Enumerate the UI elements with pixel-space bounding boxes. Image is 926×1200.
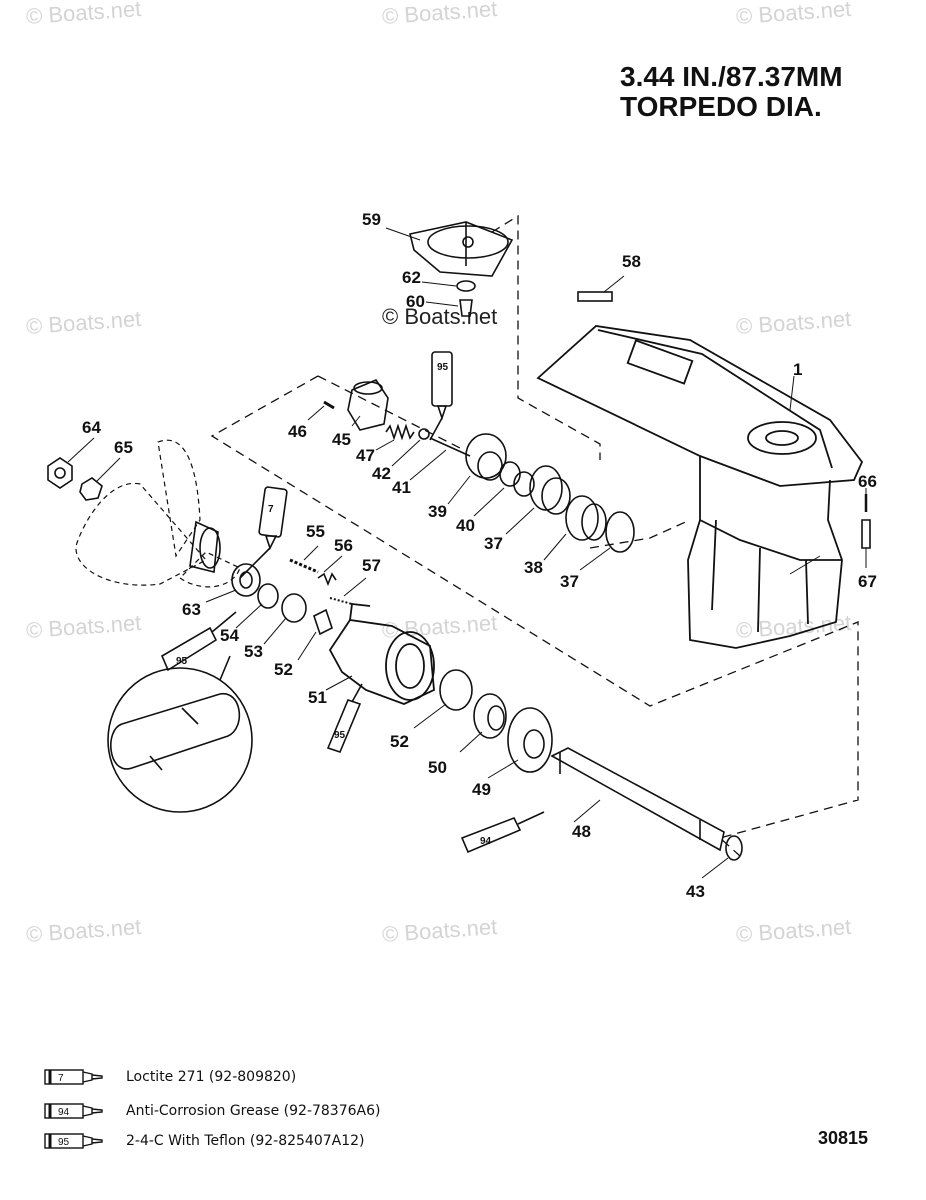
callout-61: 60 (406, 292, 425, 311)
callout-42: 41 (392, 478, 411, 497)
part-45-shift-cam (347, 379, 389, 431)
callout-64: 64 (82, 418, 101, 437)
grease-tube-7 (239, 486, 288, 579)
callout-59: 58 (622, 252, 641, 271)
legend-text: Anti-Corrosion Grease (92-78376A6) (126, 1103, 381, 1119)
legend-tube-number: 94 (58, 1107, 70, 1118)
grease-tube-94 (460, 811, 545, 854)
callout-67: 67 (858, 572, 877, 591)
gear-housing (536, 325, 864, 649)
part-38-tapered-bearing (529, 465, 571, 515)
part-41-bearing (499, 461, 535, 497)
callout-37: 37 (560, 572, 579, 591)
part-65-tab-washer (79, 477, 103, 501)
callout-53: 52 (274, 660, 293, 679)
legend-tube-number: 7 (58, 1073, 64, 1084)
part-39-bearing-cup (565, 495, 607, 541)
part-67-bolt (861, 519, 871, 549)
part-37-shim (605, 511, 635, 553)
callout-44: 43 (686, 882, 705, 901)
tube-label: 95 (176, 656, 188, 667)
callout-62: 62 (402, 268, 421, 287)
part-51-bearing-carrier (328, 603, 435, 705)
part-42-shaft (429, 437, 471, 457)
callout-41: 40 (456, 516, 475, 535)
part-64-prop-nut (47, 457, 73, 489)
part-58-pin (329, 597, 353, 605)
inset-detail-view (107, 655, 253, 813)
callout-54: 53 (244, 642, 263, 661)
legend-item-94: 94 Anti-Corrosion Grease (92-78376A6) (44, 1100, 380, 1122)
part-49-gear (507, 707, 553, 773)
part-56-cam-follower (289, 558, 319, 574)
tube-icon: 95 (44, 1133, 103, 1149)
callout-45: 45 (332, 430, 351, 449)
propeller-hub (189, 520, 221, 574)
callout-52: 52 (390, 732, 409, 751)
part-50-bearing (473, 693, 507, 739)
callout-56: 55 (306, 522, 325, 541)
callout-55: 54 (220, 626, 239, 645)
grease-tube-95-lower-left (160, 611, 237, 672)
part-46-pin (323, 400, 335, 410)
part-59-plate (577, 291, 613, 302)
legend-item-95: 95 2-4-C With Teflon (92-825407A12) (44, 1130, 365, 1152)
legend-item-7: 7 Loctite 271 (92-809820) (44, 1066, 296, 1088)
callout-46: 46 (288, 422, 307, 441)
tube-label: 95 (437, 362, 449, 373)
callout-40: 39 (428, 502, 447, 521)
part-44-seal (725, 835, 743, 861)
callout-57: 56 (334, 536, 353, 555)
callout-1: 1 (793, 360, 803, 379)
callout-63: 63 (182, 600, 201, 619)
callout-49: 49 (472, 780, 491, 799)
title-line-1: 3.44 IN./87.37MM (620, 61, 843, 92)
callout-51: 51 (308, 688, 327, 707)
tube-label: 95 (334, 730, 346, 741)
part-54-seal (281, 593, 307, 623)
callout-47: 47 (356, 446, 375, 465)
diagram-title: 3.44 IN./87.37MM TORPEDO DIA. (620, 62, 843, 122)
title-line-2: TORPEDO DIA. (620, 91, 822, 122)
tube-label: 94 (480, 836, 492, 847)
part-53-bearing (313, 608, 333, 636)
callout-60: 59 (362, 210, 381, 229)
callout-65: 65 (114, 438, 133, 457)
part-52-o-ring (439, 669, 473, 711)
part-61-screw (459, 299, 473, 317)
grease-tube-95-upper (429, 351, 453, 441)
callout-50: 50 (428, 758, 447, 777)
legend-text: 2-4-C With Teflon (92-825407A12) (126, 1133, 365, 1149)
tube-icon: 94 (44, 1103, 103, 1119)
part-57-spring (317, 572, 337, 587)
part-43-ball (418, 428, 430, 440)
part-47-spring (385, 423, 415, 441)
callout-48: 48 (572, 822, 591, 841)
part-62-washer (456, 280, 476, 292)
part-55-seal (257, 583, 279, 609)
part-60-anode (409, 221, 514, 277)
callout-39: 38 (524, 558, 543, 577)
tube-label: 7 (268, 504, 274, 515)
legend-text: Loctite 271 (92-809820) (126, 1069, 297, 1085)
part-48-prop-shaft (550, 747, 725, 852)
legend-tube-number: 95 (58, 1137, 70, 1148)
callout-43: 42 (372, 464, 391, 483)
callout-58: 57 (362, 556, 381, 575)
tube-icon: 7 (44, 1069, 103, 1085)
watermark: © Boats.net (382, 304, 498, 329)
document-number: 30815 (818, 1128, 869, 1148)
propeller (75, 439, 241, 588)
leader-lines (67, 227, 867, 879)
grease-tube-95-lower-mid (326, 683, 363, 753)
callout-38: 37 (484, 534, 503, 553)
part-63-thrust-hub (231, 563, 261, 597)
callout-66: 66 (858, 472, 877, 491)
